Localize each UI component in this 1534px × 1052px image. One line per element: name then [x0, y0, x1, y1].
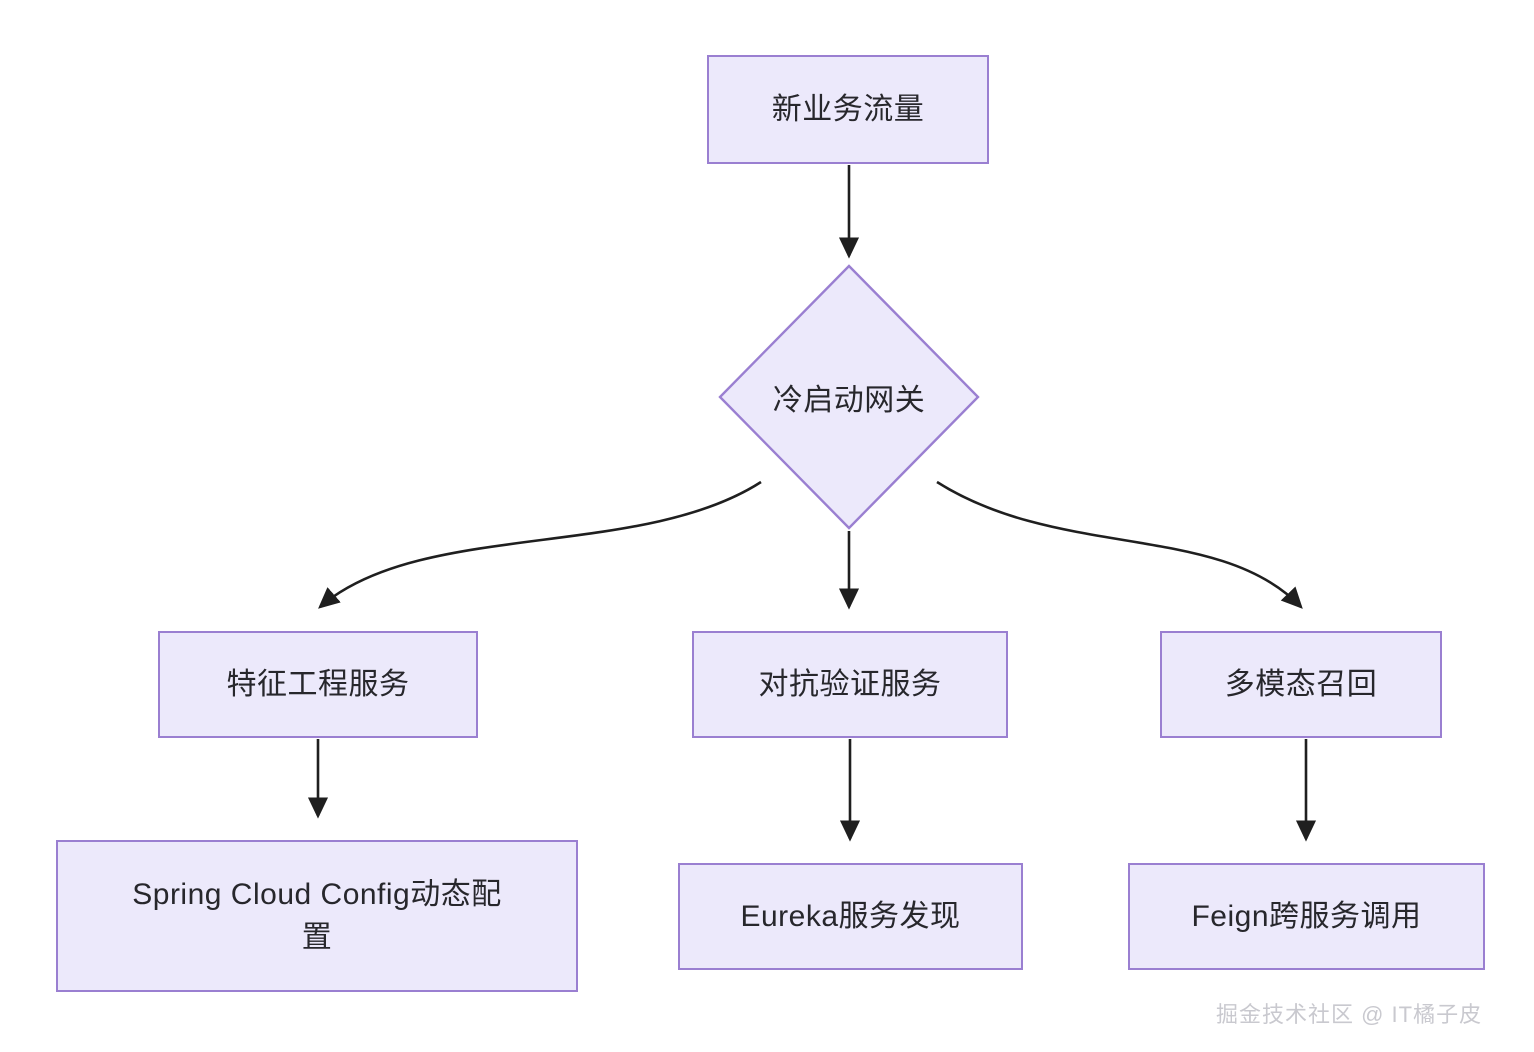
- node-feign-cross-service-call[interactable]: Feign跨服务调用: [1128, 863, 1485, 970]
- edge-gateway-to-feature-service: [318, 480, 762, 609]
- node-label: 特征工程服务: [226, 667, 410, 701]
- node-new-business-traffic[interactable]: 新业务流量: [707, 55, 989, 164]
- node-adversarial-validation-service[interactable]: 对抗验证服务: [692, 631, 1008, 738]
- node-label: 多模态召回: [1224, 667, 1378, 701]
- node-multimodal-recall[interactable]: 多模态召回: [1160, 631, 1442, 738]
- node-label: Eureka服务发现: [740, 899, 961, 933]
- diamond-shape: [718, 264, 980, 530]
- node-label: Spring Cloud Config动态配 置: [132, 877, 502, 955]
- node-spring-cloud-config[interactable]: Spring Cloud Config动态配 置: [56, 840, 578, 992]
- node-cold-start-gateway[interactable]: 冷启动网关: [718, 264, 980, 530]
- node-label: Feign跨服务调用: [1191, 899, 1422, 933]
- node-label: 新业务流量: [771, 92, 925, 126]
- watermark: 掘金技术社区 @ IT橘子皮: [1216, 1002, 1483, 1027]
- node-eureka-service-discovery[interactable]: Eureka服务发现: [678, 863, 1023, 970]
- node-label: 对抗验证服务: [758, 667, 942, 701]
- edge-gateway-to-multimodal-recall: [936, 480, 1303, 609]
- node-feature-engineering-service[interactable]: 特征工程服务: [158, 631, 478, 738]
